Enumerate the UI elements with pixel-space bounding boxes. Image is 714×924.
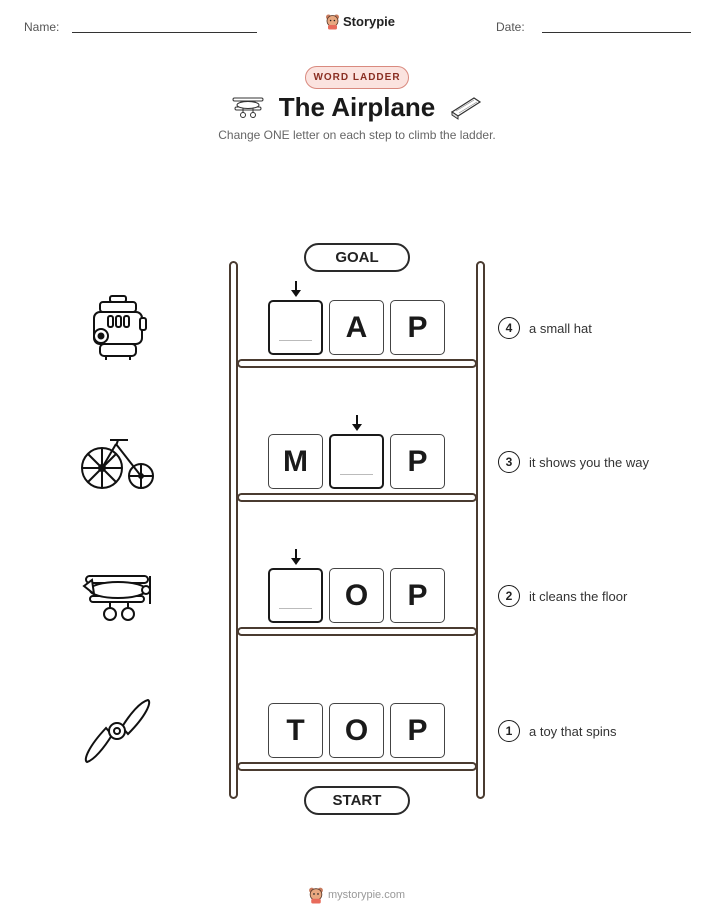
letter-tile-blank[interactable] [329,434,384,489]
footer: mystorypie.com [308,886,405,904]
letter-tile: P [390,568,445,623]
date-label: Date: [496,20,525,34]
down-arrow-icon [291,549,301,565]
propeller-icon [84,698,151,764]
letter-tile-blank[interactable] [268,300,323,355]
word-ladder-badge: WORD LADDER [305,66,409,89]
letter-tile: O [329,703,384,758]
ladder-rung [237,493,477,502]
letter-tile-blank[interactable] [268,568,323,623]
down-arrow-icon [291,281,301,297]
instructions: Change ONE letter on each step to climb … [218,128,496,142]
penny-farthing-bicycle-icon [81,439,154,489]
step-number: 3 [498,451,520,473]
storypie-mascot-icon [309,887,323,904]
letter-tile: P [390,703,445,758]
ladder-rung [237,359,477,368]
letter-tile: P [390,300,445,355]
letter-tile: O [329,568,384,623]
name-label: Name: [24,20,60,34]
letter-tile: T [268,703,323,758]
wooden-plank-decoration-icon [450,97,482,120]
ladder-rail-right [476,261,485,799]
clue-text: a small hat [529,321,592,336]
ladder-rung [237,627,477,636]
footer-url[interactable]: mystorypie.com [328,889,406,901]
brand-name: Storypie [343,14,396,29]
clue-text: a toy that spins [529,724,617,739]
goal-label: GOAL [304,243,410,272]
letter-tile: M [268,434,323,489]
step-number: 2 [498,585,520,607]
biplane-icon [82,575,151,621]
letter-tile: P [390,434,445,489]
clue-text: it cleans the floor [529,589,628,604]
date-line[interactable] [542,32,691,33]
step-number: 1 [498,720,520,742]
clue-text: it shows you the way [529,455,649,470]
engine-icon [93,295,147,360]
ladder-rung [237,762,477,771]
page-title: The Airplane [278,92,436,122]
biplane-decoration-icon [232,97,264,118]
letter-tile: A [329,300,384,355]
name-line[interactable] [72,32,257,33]
start-label: START [304,786,410,815]
ladder-rail-left [229,261,238,799]
step-number: 4 [498,317,520,339]
storypie-logo: Storypie [325,13,395,30]
storypie-mascot-icon [326,14,339,30]
down-arrow-icon [352,415,362,431]
